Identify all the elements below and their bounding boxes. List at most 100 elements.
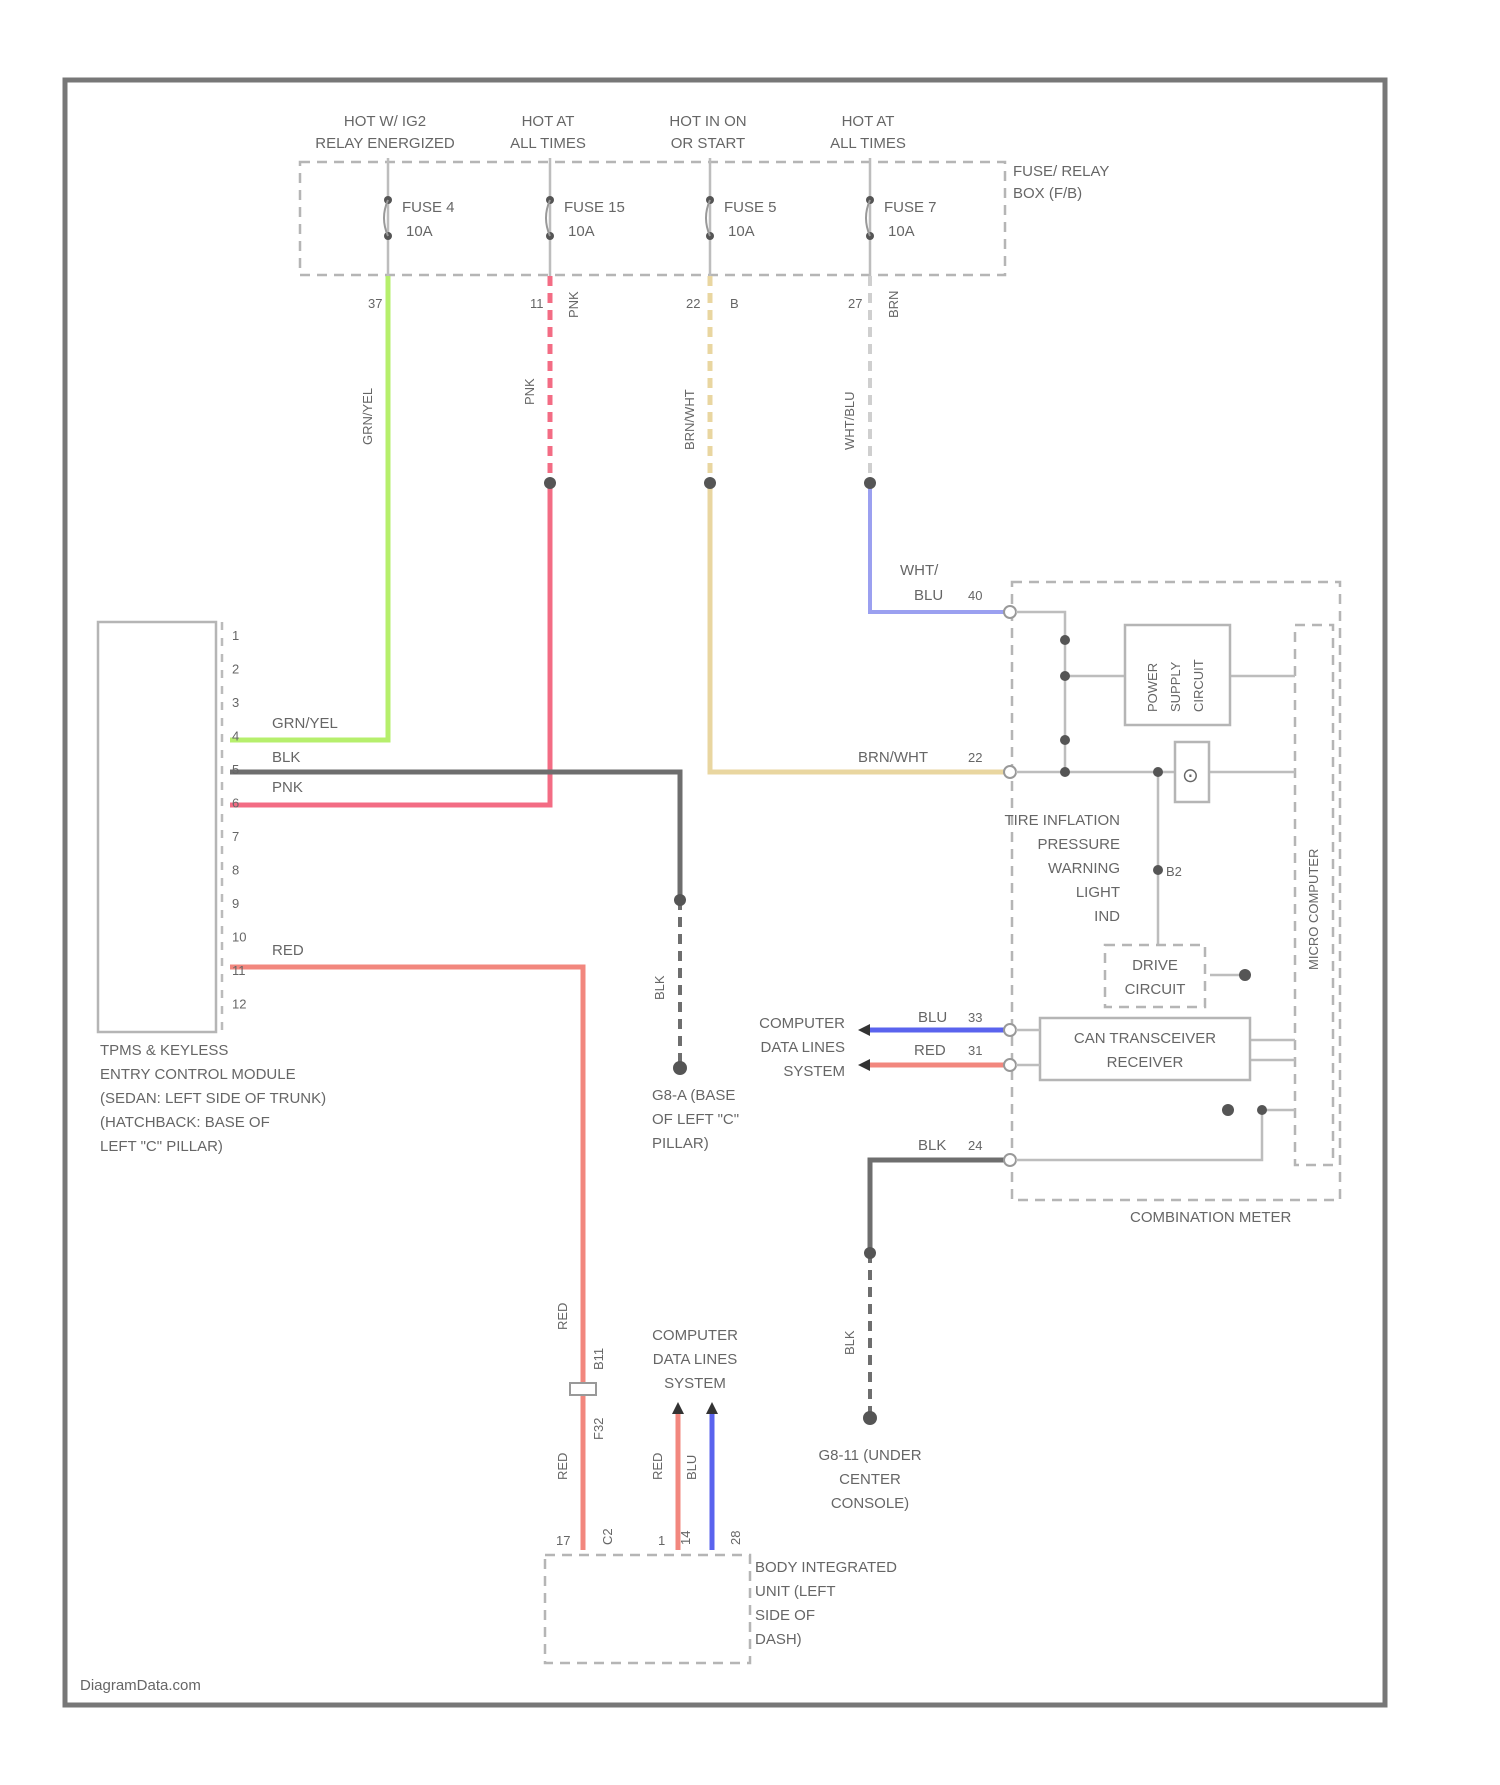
micro-computer-label: MICRO COMPUTER: [1306, 849, 1321, 970]
power-supply-label: POWER SUPPLY CIRCUIT: [1145, 659, 1206, 712]
svg-text:POWER: POWER: [1145, 663, 1160, 712]
power-label-1b: RELAY ENERGIZED: [315, 135, 455, 152]
svg-text:CONSOLE): CONSOLE): [831, 1495, 909, 1512]
svg-text:OF LEFT "C": OF LEFT "C": [652, 1111, 739, 1128]
module-pin-1: 1: [232, 628, 239, 643]
watermark: DiagramData.com: [80, 1677, 201, 1694]
power-label-4b: ALL TIMES: [830, 135, 906, 152]
meter-can-red-label: RED: [914, 1042, 946, 1059]
body-integrated-unit: [545, 1555, 750, 1663]
wire-red: [230, 967, 583, 1550]
cds-bottom-label: COMPUTER DATA LINES SYSTEM: [652, 1327, 738, 1392]
can-label-2: RECEIVER: [1107, 1054, 1184, 1071]
module-pin-8: 8: [232, 863, 239, 878]
wire-brn: [710, 483, 1005, 772]
svg-text:LEFT "C" PILLAR): LEFT "C" PILLAR): [100, 1138, 223, 1155]
fuse-4-name: FUSE 4: [402, 199, 455, 216]
cds-bottom-pin-14: 14: [678, 1531, 693, 1545]
power-label-3b: OR START: [671, 135, 745, 152]
meter-b2-label: B2: [1166, 864, 1182, 879]
bottom-red-pin: 17: [556, 1533, 570, 1548]
module-pin-6: 6: [232, 796, 239, 811]
can-label-1: CAN TRANSCEIVER: [1074, 1030, 1216, 1047]
svg-text:G8-A (BASE: G8-A (BASE: [652, 1087, 735, 1104]
fuse-box-label-2: BOX (F/B): [1013, 185, 1082, 202]
power-labels: HOT W/ IG2 RELAY ENERGIZED HOT AT ALL TI…: [315, 113, 906, 152]
wire-label-brn-wht: BRN/WHT: [682, 389, 697, 450]
fuse-box-label-1: FUSE/ RELAY: [1013, 163, 1109, 180]
cds-bottom-red: RED: [650, 1453, 665, 1480]
module-label: TPMS & KEYLESS ENTRY CONTROL MODULE (SED…: [100, 1042, 326, 1155]
fuse-5-name: FUSE 5: [724, 199, 777, 216]
fuse-relay-box: [300, 162, 1005, 275]
ground-bottom-label: G8-11 (UNDER CENTER CONSOLE): [818, 1447, 921, 1512]
svg-text:SYSTEM: SYSTEM: [783, 1063, 845, 1080]
bottom-red-inline-connector: [570, 1383, 596, 1395]
svg-text:CIRCUIT: CIRCUIT: [1191, 659, 1206, 712]
module-pin-10: 10: [232, 930, 246, 945]
wire-meter-blk: [870, 1160, 1005, 1253]
warning-light-icon: ⊙: [1182, 765, 1199, 787]
fuse-4-rating: 10A: [406, 223, 433, 240]
bottom-red-upper: RED: [555, 1303, 570, 1330]
power-label-2a: HOT AT: [522, 113, 575, 130]
module-pins: 123456789101112: [232, 628, 246, 1012]
module-pin-5: 5: [232, 762, 239, 777]
meter-brn-label: BRN/WHT: [858, 749, 928, 766]
bottom-red-conn-upper: B11: [591, 1348, 606, 1370]
drive-circuit-label-1: DRIVE: [1132, 957, 1178, 974]
module-wire-red: RED: [272, 942, 304, 959]
svg-text:COMPUTER: COMPUTER: [759, 1015, 845, 1032]
meter-blk-label: BLK: [918, 1137, 946, 1154]
wire-label-pnk: PNK: [522, 378, 537, 405]
svg-text:TPMS & KEYLESS: TPMS & KEYLESS: [100, 1042, 228, 1059]
cds-bottom-pin-1: 1: [658, 1533, 665, 1548]
svg-text:(HATCHBACK: BASE OF: (HATCHBACK: BASE OF: [100, 1114, 270, 1131]
fuse-pin-27: 27: [848, 296, 862, 311]
wire-grn-yel: [230, 276, 388, 740]
drive-circuit-label-2: CIRCUIT: [1125, 981, 1186, 998]
power-label-4a: HOT AT: [842, 113, 895, 130]
brn-side-label: BRN: [886, 291, 901, 318]
module-pin-2: 2: [232, 662, 239, 677]
module-pin-3: 3: [232, 695, 239, 710]
svg-text:UNIT (LEFT: UNIT (LEFT: [755, 1583, 836, 1600]
fuse-15-name: FUSE 15: [564, 199, 625, 216]
wire-label-wht-blu: WHT/BLU: [842, 392, 857, 451]
svg-text:SYSTEM: SYSTEM: [664, 1375, 726, 1392]
fuse-4: FUSE 4 10A: [384, 158, 455, 276]
fuse-5: FUSE 5 10A: [706, 158, 777, 276]
tpms-keyless-module: [98, 622, 216, 1032]
biu-label: BODY INTEGRATED UNIT (LEFT SIDE OF DASH): [755, 1559, 897, 1648]
svg-text:G8-11 (UNDER: G8-11 (UNDER: [818, 1447, 921, 1464]
cds-bottom-blu: BLU: [684, 1455, 699, 1480]
wire-label-grn-yel: GRN/YEL: [360, 388, 375, 445]
svg-text:TIRE INFLATION: TIRE INFLATION: [1004, 812, 1120, 829]
meter-pin-terminals: [1004, 606, 1016, 1166]
combination-meter-label: COMBINATION METER: [1130, 1209, 1292, 1226]
svg-text:CENTER: CENTER: [839, 1471, 901, 1488]
fuse-pin-22-b: B: [730, 296, 739, 311]
fuse-7-name: FUSE 7: [884, 199, 937, 216]
cds-right-arrows: [858, 1024, 870, 1071]
svg-text:IND: IND: [1094, 908, 1120, 925]
cds-right-label: COMPUTER DATA LINES SYSTEM: [759, 1015, 845, 1080]
power-label-2b: ALL TIMES: [510, 135, 586, 152]
fuse-15: FUSE 15 10A: [546, 158, 625, 276]
fuse-7-rating: 10A: [888, 223, 915, 240]
module-wire-grn-yel: GRN/YEL: [272, 715, 338, 732]
biu-pin-c2: C2: [600, 1528, 615, 1545]
diagram-frame: [65, 80, 1385, 1705]
fuses: FUSE 4 10A FUSE 15 10A FUSE 5 10A FUSE 7…: [384, 158, 937, 276]
svg-text:DASH): DASH): [755, 1631, 802, 1648]
module-pin-12: 12: [232, 997, 246, 1012]
cds-bottom-arrows: [672, 1402, 718, 1414]
cds-bottom-pin-28: 28: [728, 1531, 743, 1545]
meter-pin-33: 33: [968, 1010, 982, 1025]
svg-text:DATA LINES: DATA LINES: [653, 1351, 737, 1368]
meter-pin-40: 40: [968, 588, 982, 603]
ground-left-wire: BLK: [652, 975, 667, 1000]
svg-text:COMPUTER: COMPUTER: [652, 1327, 738, 1344]
meter-can-blu-label: BLU: [918, 1009, 947, 1026]
